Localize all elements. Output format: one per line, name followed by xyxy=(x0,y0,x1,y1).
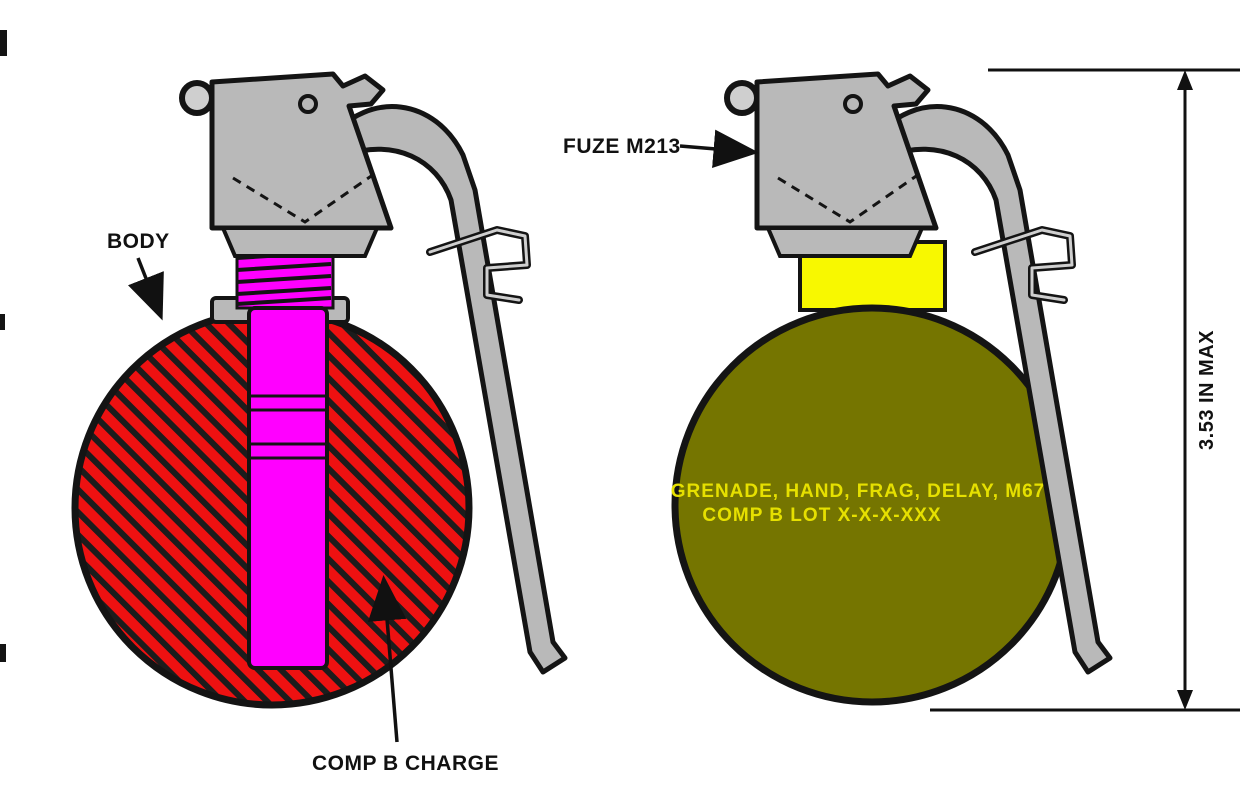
exterior-view: GRENADE, HAND, FRAG, DELAY, M67 COMP B L… xyxy=(671,74,1110,706)
comp-b-charge-arrow xyxy=(367,575,407,743)
dimension-label: 3.53 IN MAX xyxy=(1196,330,1218,450)
fuze-arrow xyxy=(679,129,759,168)
dimension-arrow-up xyxy=(1177,70,1193,90)
fuze-label: FUZE M213 xyxy=(563,135,681,158)
body-label: BODY xyxy=(107,230,170,253)
edge-artifact xyxy=(0,30,7,56)
dimension-arrow-down xyxy=(1177,690,1193,710)
fuze-well xyxy=(247,306,329,670)
dimension: 3.53 IN MAX xyxy=(930,68,1240,712)
comp-b-charge-label: COMP B CHARGE xyxy=(312,752,499,775)
detonator-bands xyxy=(249,394,327,460)
body-arrow xyxy=(128,257,164,321)
edge-artifact xyxy=(0,314,5,330)
stencil-line2: COMP B LOT X-X-X-XXX xyxy=(702,505,941,526)
stencil-line1: GRENADE, HAND, FRAG, DELAY, M67 xyxy=(671,481,1045,502)
edge-artifact xyxy=(0,644,6,662)
